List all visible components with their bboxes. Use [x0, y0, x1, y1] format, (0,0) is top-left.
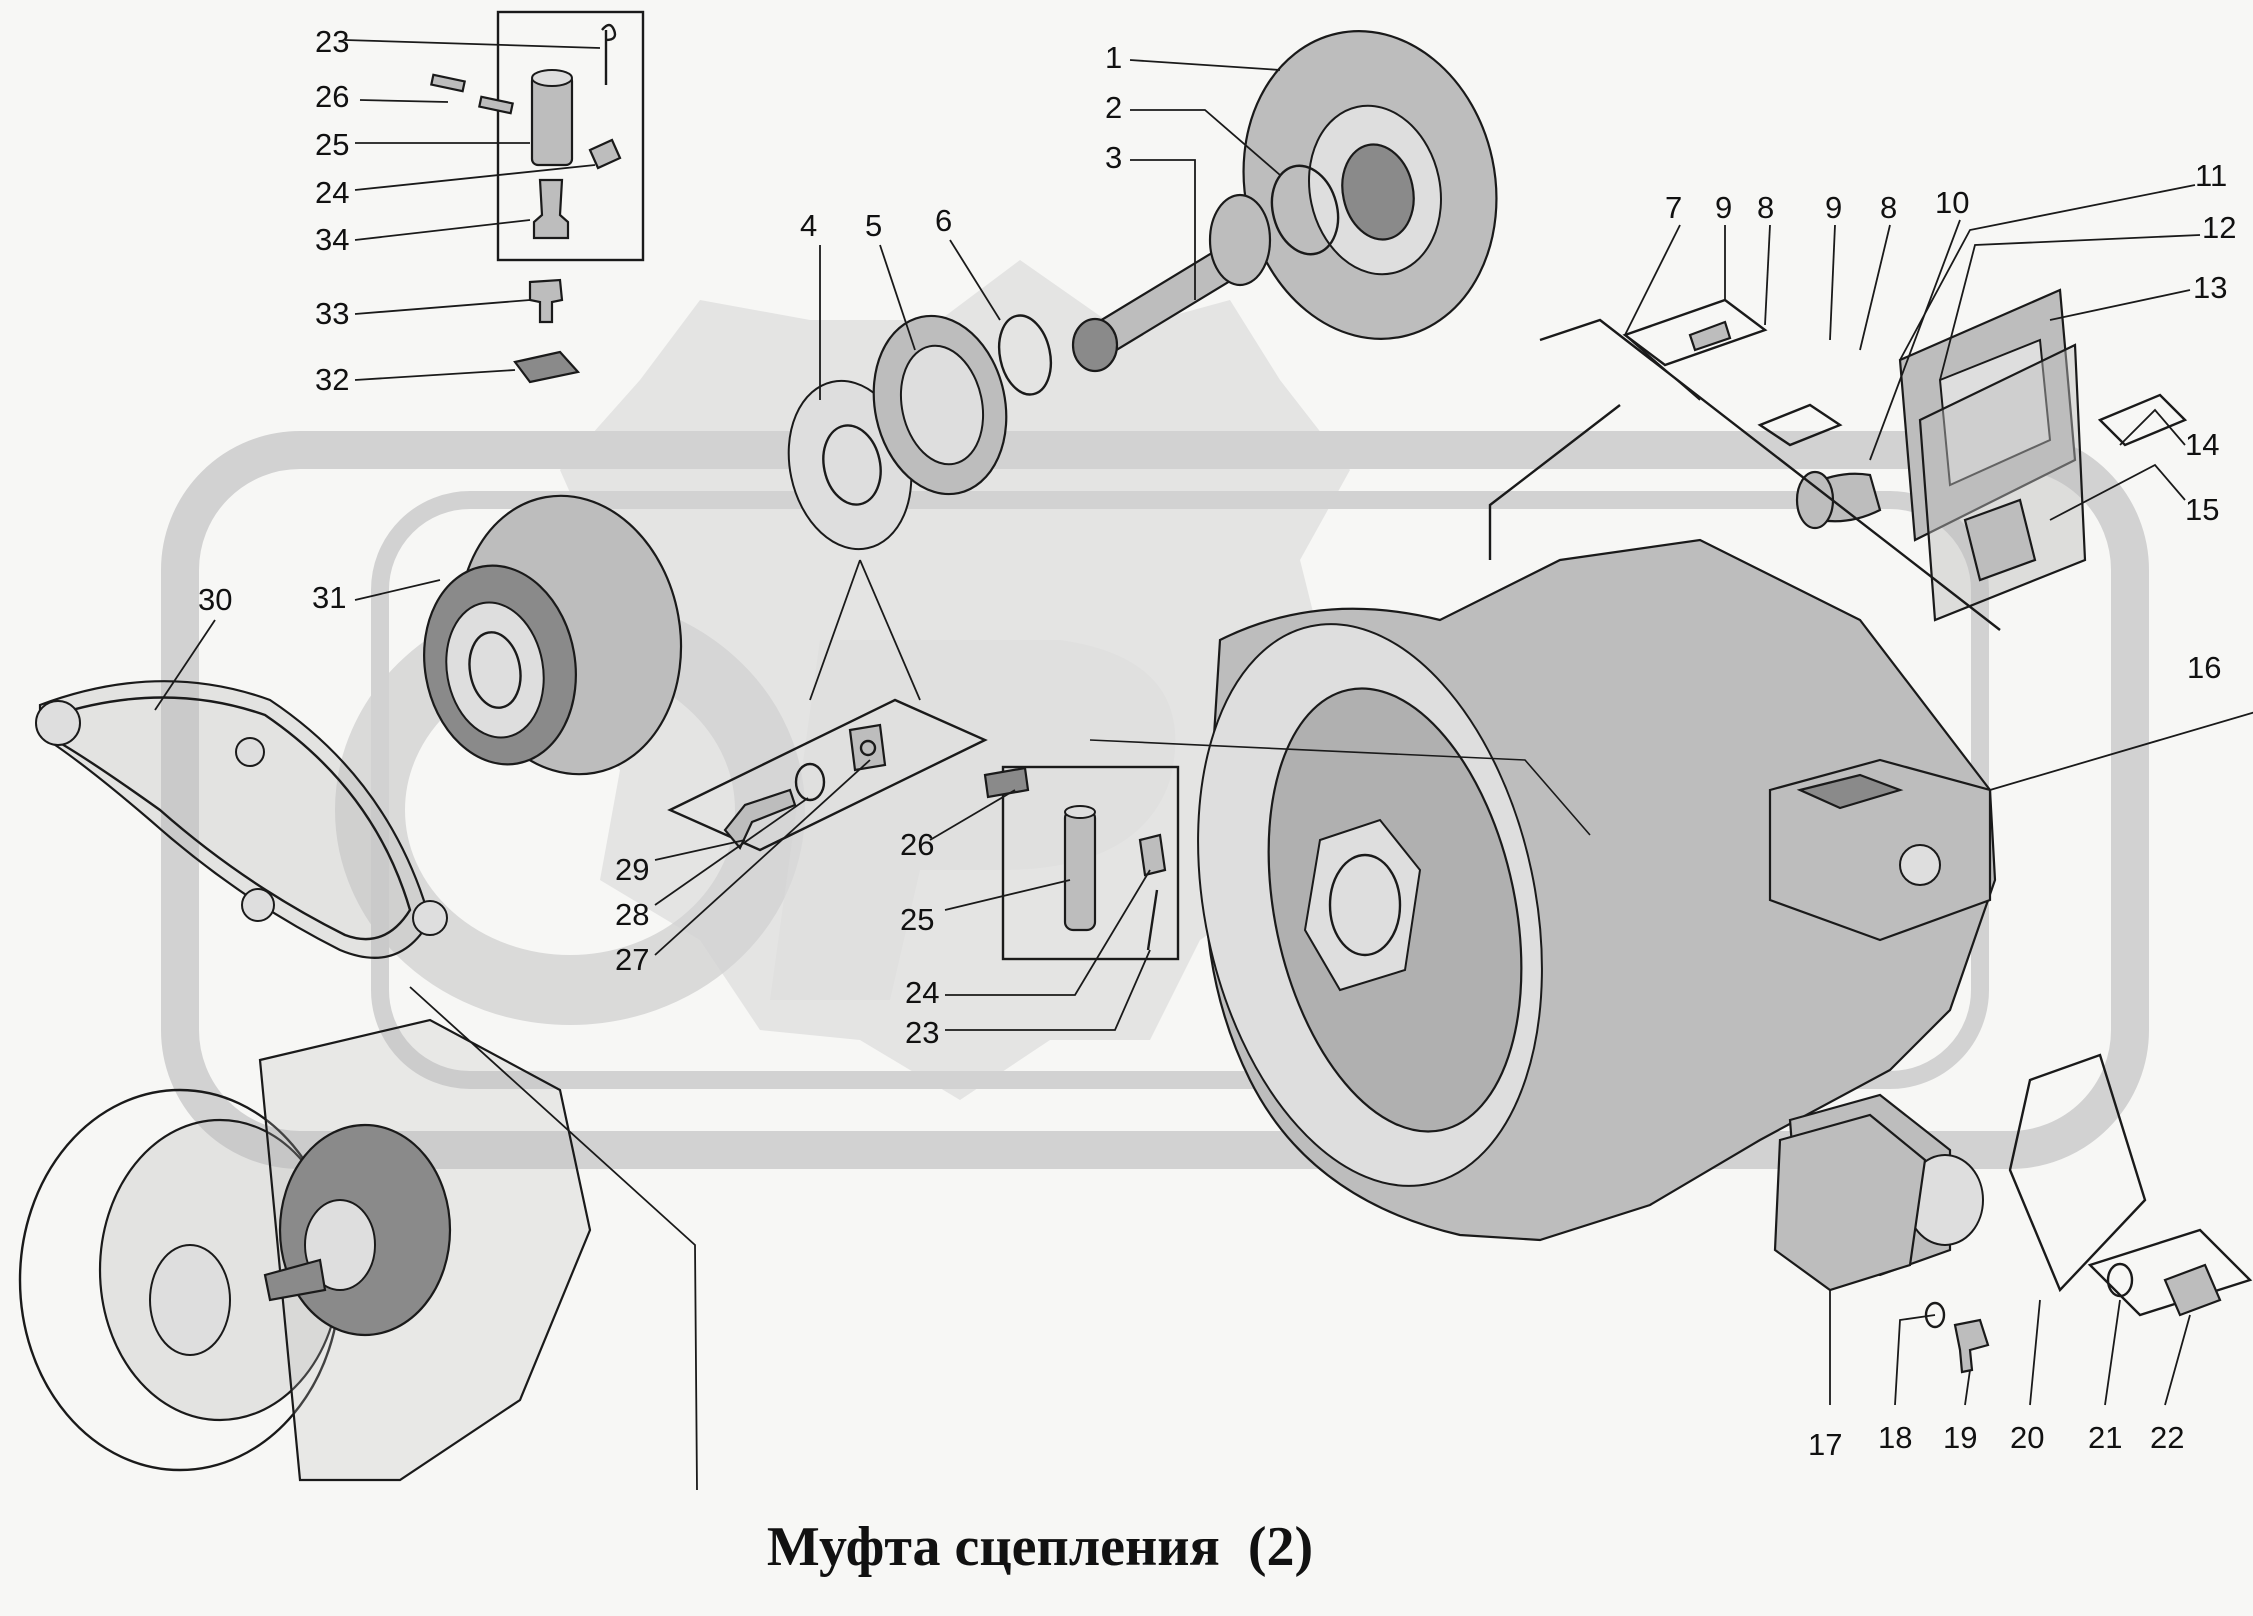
callout-32: 32 [315, 362, 349, 397]
callout-17: 17 [1808, 1427, 1842, 1462]
part-bearing-housing [423, 494, 683, 776]
callout-15: 15 [2185, 492, 2219, 527]
callout-20: 20 [2010, 1420, 2044, 1455]
callout-25-center: 25 [900, 902, 934, 937]
callout-labels: 1 2 3 4 5 6 7 9 8 9 8 10 11 12 13 14 15 … [198, 24, 2236, 1462]
callout-18: 18 [1878, 1420, 1912, 1455]
part-cover-gasket [35, 680, 448, 959]
callout-19: 19 [1943, 1420, 1977, 1455]
part-o-ring [997, 314, 1053, 396]
part-washer-plate-32 [513, 350, 581, 384]
callout-23-center: 23 [905, 1015, 939, 1050]
callout-24-upper: 24 [315, 175, 349, 210]
callout-8-second: 8 [1880, 190, 1897, 225]
callout-3: 3 [1105, 140, 1122, 175]
part-clutch-housing [1197, 538, 1997, 1277]
callout-34: 34 [315, 222, 349, 257]
callout-13: 13 [2193, 270, 2227, 305]
callout-26-center: 26 [900, 827, 934, 862]
callout-30: 30 [198, 582, 232, 617]
callout-25-upper: 25 [315, 127, 349, 162]
part-friction-disc [1242, 30, 1498, 340]
callout-26-upper: 26 [315, 79, 349, 114]
callout-1: 1 [1105, 40, 1122, 75]
callout-24-center: 24 [905, 975, 939, 1010]
leader-lines [154, 39, 2253, 1491]
callout-33: 33 [315, 296, 349, 331]
callout-31: 31 [312, 580, 346, 615]
callout-29: 29 [615, 852, 649, 887]
callout-10: 10 [1935, 185, 1969, 220]
callout-27: 27 [615, 942, 649, 977]
callout-22: 22 [2150, 1420, 2184, 1455]
part-ring [1270, 164, 1340, 256]
callout-6: 6 [935, 203, 952, 238]
part-gasket [872, 314, 1008, 496]
kit-box-upper-left [430, 10, 645, 262]
callout-9-first: 9 [1715, 190, 1732, 225]
inset-bolt-kit-27-29 [667, 698, 988, 852]
callout-23-upper: 23 [315, 24, 349, 59]
part-fitting-33 [528, 278, 564, 324]
callout-14: 14 [2185, 427, 2219, 462]
kit-box-center [983, 765, 1180, 961]
callout-8-first: 8 [1757, 190, 1774, 225]
part-group-lower-right [1773, 1053, 2253, 1374]
callout-21: 21 [2088, 1420, 2122, 1455]
callout-16: 16 [2187, 650, 2221, 685]
callout-2: 2 [1105, 90, 1122, 125]
callout-9-second: 9 [1825, 190, 1842, 225]
callout-12: 12 [2202, 210, 2236, 245]
callout-11: 11 [2195, 158, 2227, 193]
watermark-frame-outer [161, 431, 2149, 1169]
diagram-title: Муфта сцепления (2) [767, 1516, 1313, 1578]
callout-28: 28 [615, 897, 649, 932]
assembly-inset-view [18, 1018, 592, 1482]
callout-5: 5 [865, 208, 882, 243]
callout-7: 7 [1665, 190, 1682, 225]
part-splined-shaft [1071, 193, 1272, 373]
callout-4: 4 [800, 208, 817, 243]
part-group-shift-cover [1622, 288, 2188, 622]
